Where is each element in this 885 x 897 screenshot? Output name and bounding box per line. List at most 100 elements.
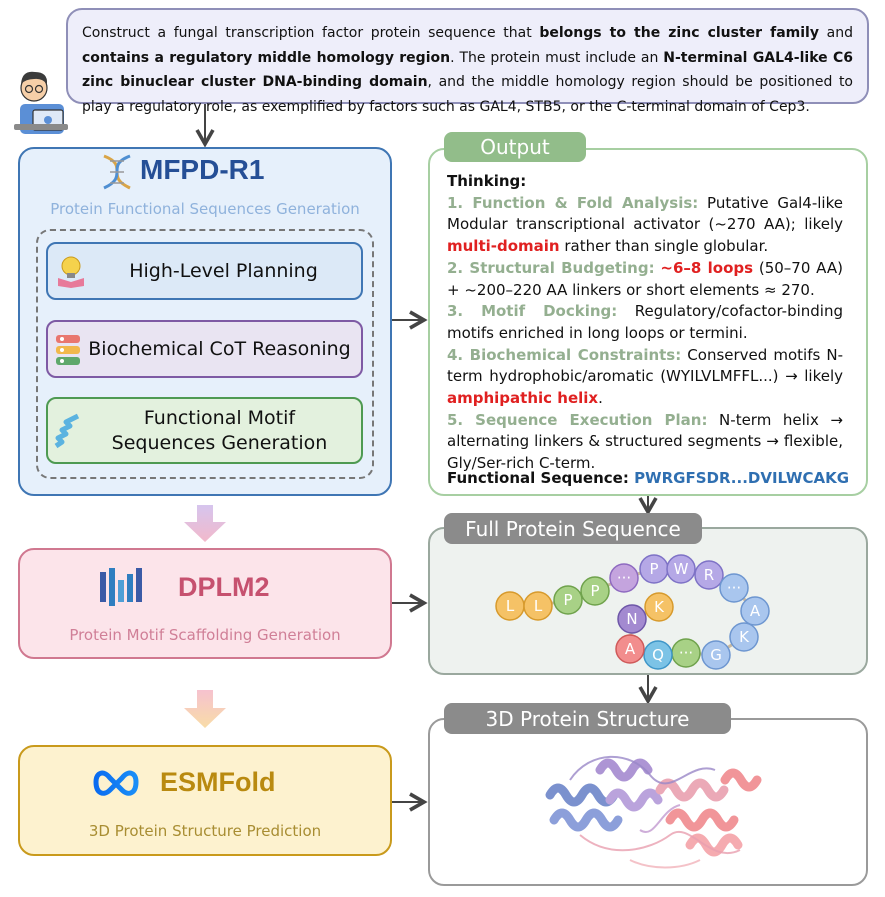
bead-label: ··· bbox=[617, 569, 631, 587]
output-tag: Output bbox=[444, 132, 586, 162]
bead-circle bbox=[740, 596, 770, 626]
bead-circle bbox=[644, 592, 674, 622]
protein-structure-tag: 3D Protein Structure bbox=[444, 703, 731, 734]
mfpd-r1-subtitle: Protein Functional Sequences Generation bbox=[50, 200, 360, 218]
flow-arrow-dplm-to-esm bbox=[184, 690, 226, 728]
functional-sequence-label: Functional Sequence: bbox=[447, 469, 635, 487]
bead-circle bbox=[666, 554, 696, 584]
prompt-bold-gal4-domain: N-terminal GAL4-like C6 zinc binuclear c… bbox=[82, 49, 853, 91]
section-text: Regulatory/cofactor-binding motifs enric… bbox=[447, 302, 843, 342]
highlight-amphipathic-helix: amphipathic helix bbox=[447, 389, 599, 408]
user-avatar-icon bbox=[14, 71, 68, 134]
amino-acid-bead: L bbox=[495, 591, 525, 621]
bead-label: L bbox=[506, 597, 515, 615]
section-text: Conserved motifs N-term hydrophobic/arom… bbox=[447, 345, 843, 386]
dplm2-subtitle: Protein Motif Scaffolding Generation bbox=[69, 626, 341, 644]
esmfold-title: ESMFold bbox=[160, 767, 276, 797]
bead-label: G bbox=[710, 646, 722, 664]
section-heading: 4. Biochemical Constraints: bbox=[447, 345, 682, 364]
flow-arrow-mfpd-to-dplm bbox=[184, 505, 226, 542]
bead-label: W bbox=[674, 560, 689, 578]
bead-label: ··· bbox=[727, 579, 741, 597]
amino-acid-bead: P bbox=[580, 576, 610, 606]
dplm2-panel bbox=[18, 548, 392, 659]
section-text: . bbox=[598, 389, 603, 408]
output-panel bbox=[428, 148, 868, 496]
thinking-label: Thinking: bbox=[447, 172, 527, 190]
protein-3d-render bbox=[545, 755, 762, 869]
bead-label: A bbox=[750, 602, 761, 620]
amino-acid-bead: A bbox=[615, 634, 645, 664]
step-high-level-planning: High-Level Planning bbox=[46, 242, 363, 300]
esmfold-panel bbox=[18, 745, 392, 856]
prompt-text: and bbox=[818, 25, 853, 41]
step-biochemical-cot-reasoning: Biochemical CoT Reasoning bbox=[46, 320, 363, 378]
section-heading: 3. Motif Docking: bbox=[447, 302, 618, 321]
bead-circle bbox=[729, 622, 759, 652]
amino-acid-bead: R bbox=[694, 560, 724, 590]
full-protein-sequence-tag: Full Protein Sequence bbox=[444, 513, 702, 544]
bead-circle bbox=[615, 634, 645, 664]
output-thinking-text: Thinking: 1. Function & Fold Analysis: P… bbox=[447, 171, 843, 475]
dplm-logo-icon bbox=[100, 568, 142, 606]
bead-circle bbox=[643, 640, 673, 670]
highlight-multi-domain: multi-domain bbox=[447, 237, 560, 256]
bead-circle bbox=[553, 585, 583, 615]
amino-acid-bead: P bbox=[639, 554, 669, 584]
dplm2-title: DPLM2 bbox=[178, 572, 270, 602]
bead-circle bbox=[701, 640, 731, 670]
bead-label: K bbox=[739, 628, 750, 646]
bead-label: ··· bbox=[679, 644, 693, 662]
section-text: Putative Gal4-like Modular transcription… bbox=[447, 193, 843, 234]
bead-label: N bbox=[626, 610, 637, 628]
amino-acid-bead: ··· bbox=[609, 563, 639, 593]
step-label-line2: Sequences Generation bbox=[111, 431, 328, 454]
amino-acid-bead: L bbox=[523, 591, 553, 621]
prompt-bold-middle-homology: contains a regulatory middle homology re… bbox=[82, 49, 451, 66]
dna-icon bbox=[103, 154, 131, 190]
section-heading: 2. Structural Budgeting: bbox=[447, 258, 655, 277]
amino-acid-bead: ··· bbox=[719, 573, 749, 603]
section-text: N-term helix → alternating linkers & str… bbox=[447, 410, 844, 473]
amino-acid-bead: ··· bbox=[671, 638, 701, 668]
highlight-loops: ~6–8 loops bbox=[660, 258, 754, 277]
bead-label: Q bbox=[652, 646, 664, 664]
prompt-text: . The protein must include an bbox=[450, 49, 664, 66]
helix-motif-icon bbox=[54, 413, 80, 449]
step-label-line1: Functional Motif bbox=[143, 406, 296, 429]
section-heading: 5. Sequence Execution Plan: bbox=[447, 410, 708, 429]
amino-acid-bead: P bbox=[553, 585, 583, 615]
amino-acid-bead: N bbox=[617, 604, 647, 634]
amino-acid-bead: A bbox=[740, 596, 770, 626]
bead-circle bbox=[523, 591, 553, 621]
protein-structure-panel bbox=[428, 718, 868, 886]
bead-label: L bbox=[534, 597, 543, 615]
bead-circle bbox=[617, 604, 647, 634]
bead-label: R bbox=[704, 566, 714, 584]
step-label: High-Level Planning bbox=[129, 260, 318, 282]
bead-circle bbox=[719, 573, 749, 603]
bead-label: K bbox=[654, 598, 665, 616]
amino-acid-bead: W bbox=[666, 554, 696, 584]
lightbulb-book-icon bbox=[58, 256, 84, 288]
functional-sequence-value: PWRGFSDR...DVILWCAKG bbox=[634, 469, 850, 487]
esmfold-subtitle: 3D Protein Structure Prediction bbox=[88, 822, 322, 840]
section-heading: 1. Function & Fold Analysis: bbox=[447, 193, 699, 212]
prompt-bubble: Construct a fungal transcription factor … bbox=[66, 8, 869, 115]
mfpd-steps-container bbox=[36, 229, 374, 479]
amino-acid-bead: K bbox=[729, 622, 759, 652]
meta-logo-icon bbox=[93, 770, 139, 796]
step-label: Biochemical CoT Reasoning bbox=[88, 338, 351, 360]
amino-acid-bead: K bbox=[644, 592, 674, 622]
bead-circle bbox=[609, 563, 639, 593]
bead-label: P bbox=[563, 591, 572, 609]
reasoning-chain-icon bbox=[56, 335, 80, 365]
section-text: rather than single globular. bbox=[559, 237, 769, 256]
bead-label: A bbox=[625, 640, 636, 658]
bead-circle bbox=[694, 560, 724, 590]
bead-label: P bbox=[649, 560, 658, 578]
mfpd-r1-title: MFPD-R1 bbox=[140, 154, 265, 185]
bead-label: P bbox=[590, 582, 599, 600]
